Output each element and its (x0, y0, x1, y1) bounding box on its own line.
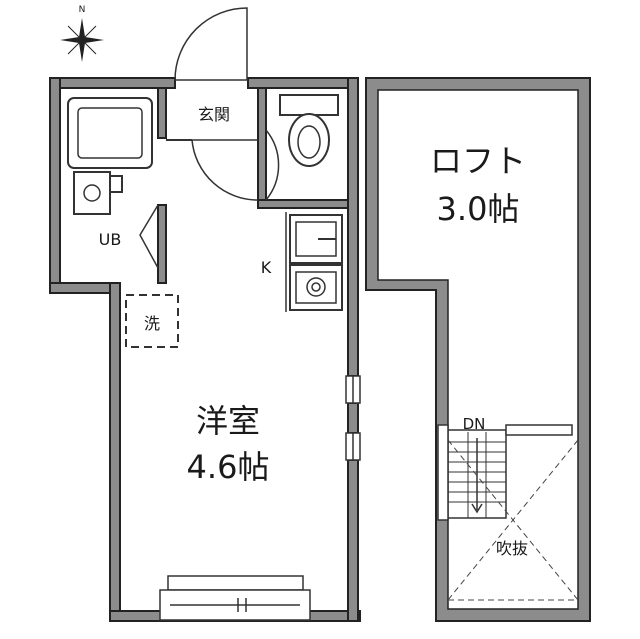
bath-door (139, 204, 159, 269)
washer-label: 洗 (144, 314, 160, 333)
inner-door (166, 139, 259, 201)
stove-icon (289, 264, 343, 311)
bottom-window (159, 575, 311, 621)
toilet-door (265, 129, 280, 201)
compass-rose-icon: N (60, 5, 104, 62)
washer-space (125, 294, 179, 348)
unit-bath-label: UB (99, 230, 122, 249)
entrance-door (174, 7, 248, 81)
kitchen-sink-icon (289, 214, 343, 264)
right-windows (345, 375, 361, 461)
loft-name: ロフト (430, 142, 526, 180)
bathtub-icon (67, 97, 153, 169)
void-label: 吹抜 (496, 539, 528, 558)
stairs-down-label: DN (463, 415, 486, 433)
toilet-icon (279, 94, 339, 167)
entrance-label: 玄関 (198, 105, 230, 124)
north-label: N (79, 5, 86, 15)
loft-size: 3.0帖 (437, 190, 520, 228)
western-room-size: 4.6帖 (187, 448, 270, 486)
loft-walls (365, 77, 591, 622)
stairs (437, 424, 573, 521)
void-area (447, 439, 579, 601)
western-room-name: 洋室 (196, 402, 260, 440)
wash-basin-icon (73, 171, 123, 215)
kitchen-label: K (261, 258, 272, 277)
